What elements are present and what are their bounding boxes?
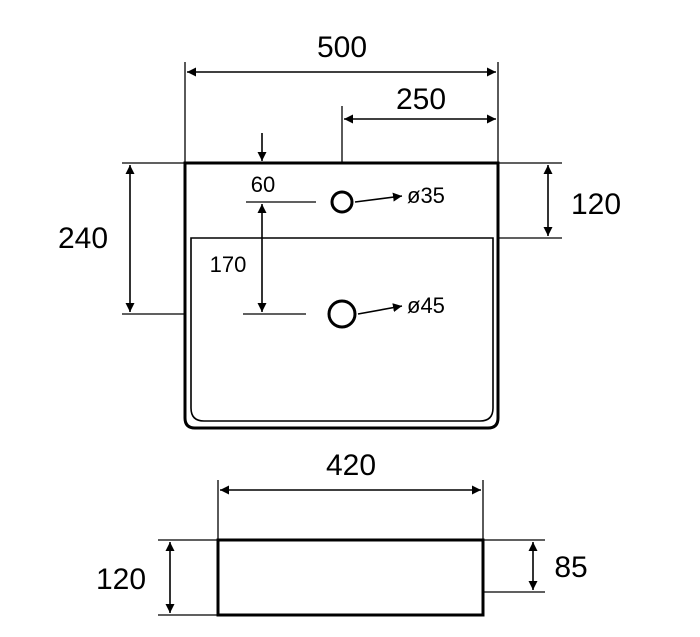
bowl-width-label: 420 (326, 449, 376, 482)
total-height-label: 120 (96, 563, 146, 596)
overall-depth-label: 240 (58, 222, 108, 255)
bowl-height-label: 85 (554, 551, 587, 584)
basin-outer-outline (183, 161, 500, 430)
basin-front-outline (216, 538, 485, 617)
waste-hole-offset-label: 170 (210, 252, 247, 277)
tap-hole-diameter-label: ø35 (407, 183, 445, 208)
front-view: 420 120 85 (96, 449, 588, 617)
basin-inner-outline (190, 237, 494, 422)
tap-hole (330, 190, 354, 214)
waste-hole (327, 299, 357, 329)
top-view: 500 250 240 120 60 170 ø35 ø45 (58, 31, 621, 430)
tap-hole-offset-label: 60 (251, 172, 275, 197)
side-height-label: 120 (571, 188, 621, 221)
waste-hole-diameter-label: ø45 (407, 293, 445, 318)
overall-width-label: 500 (317, 31, 367, 64)
tap-hole-leader-arrow (354, 192, 403, 203)
tap-offset-label: 250 (396, 83, 446, 116)
waste-hole-leader-arrow (357, 303, 403, 315)
